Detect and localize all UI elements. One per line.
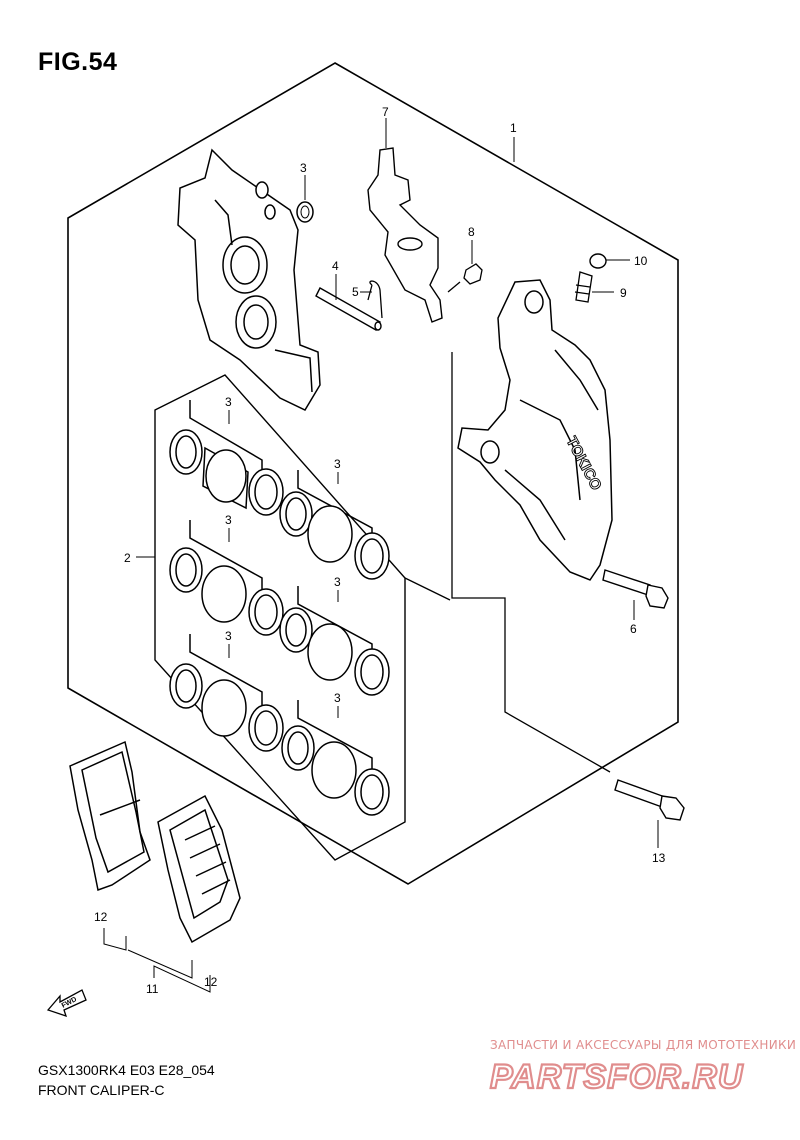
callout-12a: 12 [94,910,108,924]
callout-3g: 3 [334,691,341,705]
callout-1: 1 [510,121,517,135]
bracket-bolt [447,263,483,293]
pad-leaders [103,928,211,993]
caliper-bolt-6 [602,569,669,609]
callout-4: 4 [332,259,339,273]
left-caliper-body [177,148,321,411]
callout-2: 2 [124,551,131,565]
figure-title: FIG.54 [38,48,118,76]
callout-8: 8 [468,225,475,239]
callout-3a: 3 [300,161,307,175]
assembly-frame [67,62,679,885]
piston-set-5 [169,634,284,752]
hose-bracket [367,147,443,323]
callout-3f: 3 [225,629,232,643]
piston-set-6 [281,700,390,816]
figure-name: FRONT CALIPER-C [38,1082,165,1098]
callout-3b: 3 [225,395,232,409]
watermark-caption: ЗАПЧАСТИ И АКСЕССУАРЫ ДЛЯ МОТОТЕХНИКИ [490,1038,797,1052]
piston-set-1 [169,400,284,516]
bleeder-cap [589,253,607,269]
callout-labels: 1 2 3 3 3 3 3 3 3 4 5 6 7 8 9 10 11 12 1… [94,105,666,996]
piston-set-2 [279,470,390,580]
watermark-logo-text: PARTSFOR.RU [490,1058,744,1096]
fwd-arrow-icon: FWD [46,989,87,1018]
pin-clip [367,280,383,319]
frame-step-lines [451,352,611,773]
callout-6: 6 [630,622,637,636]
callout-9: 9 [620,286,627,300]
callout-10: 10 [634,254,648,268]
callout-3d: 3 [225,513,232,527]
bleeder-valve [574,271,593,303]
callout-13: 13 [652,851,666,865]
caliper-bolt-13 [614,779,685,821]
right-caliper-body [457,279,613,581]
piston-kit-frame [154,374,406,861]
callout-3c: 3 [334,457,341,471]
piston-set-3 [169,520,284,636]
callout-7: 7 [382,105,389,119]
brake-pad-1 [69,740,151,891]
pad-pin [315,287,382,331]
watermark-logo: PARTSFOR.RU [489,1057,744,1097]
model-code: GSX1300RK4 E03 E28_054 [38,1062,215,1078]
callout-12b: 12 [204,975,218,989]
callout-3e: 3 [334,575,341,589]
callout-5: 5 [352,285,359,299]
brake-pad-2 [157,794,241,944]
piston-set-4 [279,586,390,696]
callout-11: 11 [146,982,159,996]
